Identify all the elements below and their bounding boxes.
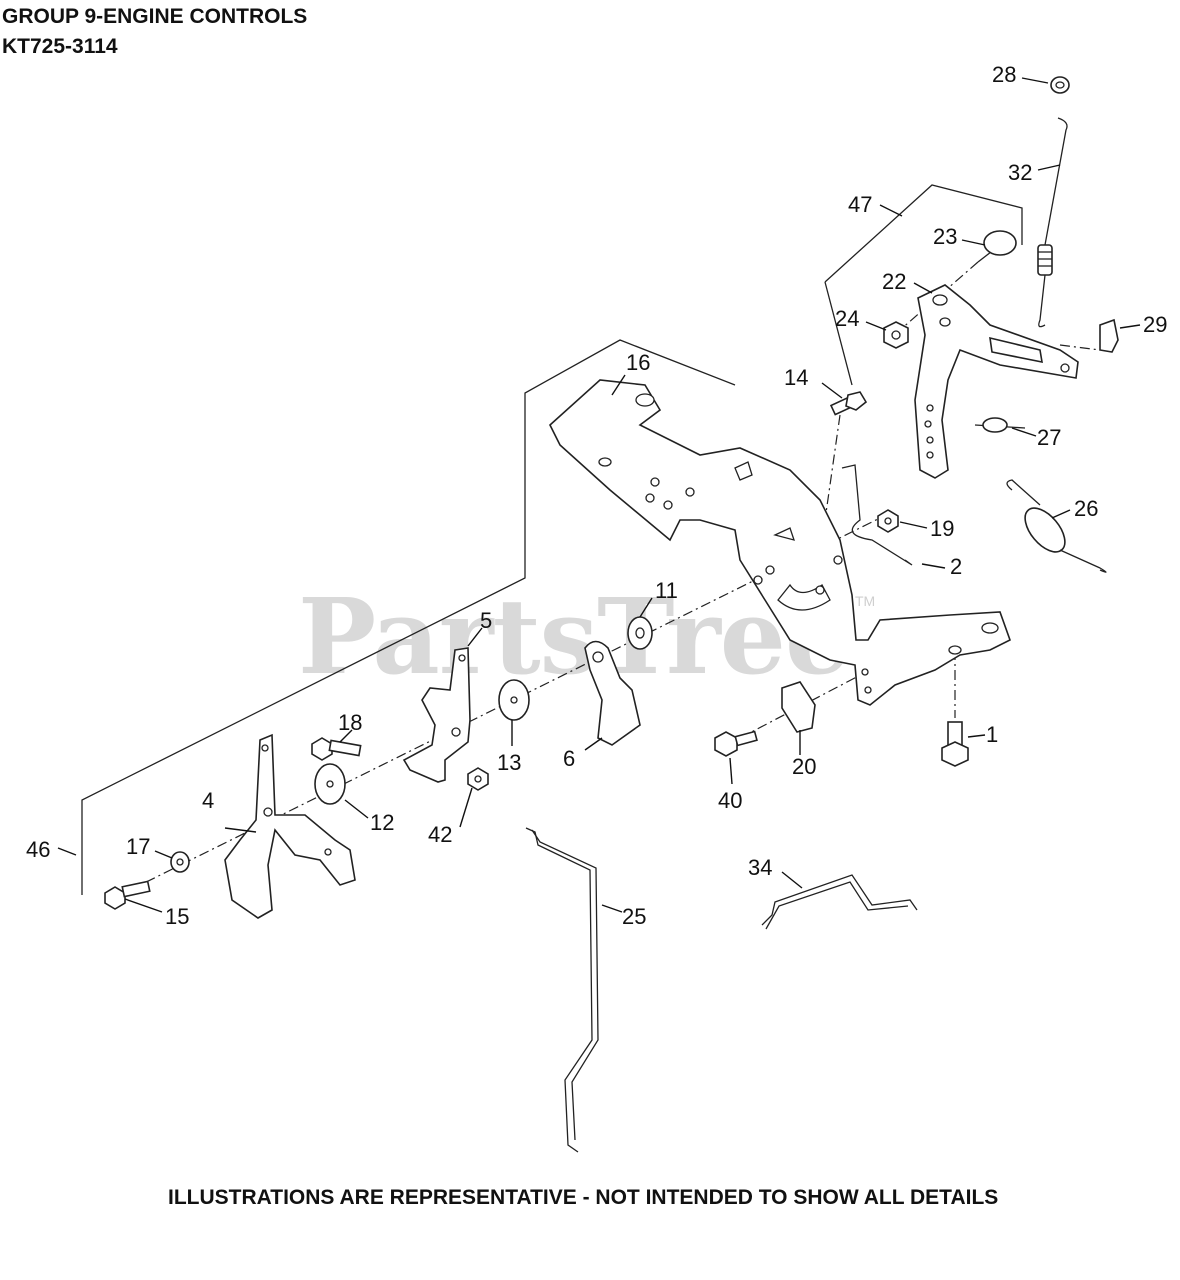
callout-19: 19 bbox=[930, 516, 954, 541]
callout-16: 16 bbox=[626, 350, 650, 375]
group-47-outline-lower bbox=[824, 281, 853, 386]
part-25-rod bbox=[525, 827, 599, 1153]
axis-40-20 bbox=[739, 669, 871, 739]
callout-24: 24 bbox=[835, 306, 859, 331]
leader-lines bbox=[57, 77, 1141, 913]
part-42-nut bbox=[467, 767, 489, 791]
callout-25: 25 bbox=[622, 904, 646, 929]
part-26-governor-spring bbox=[1006, 479, 1107, 573]
callout-1: 1 bbox=[986, 722, 998, 747]
part-27-spring bbox=[974, 417, 1026, 433]
part-13-washer bbox=[498, 679, 530, 721]
callout-17: 17 bbox=[126, 834, 150, 859]
callout-18: 18 bbox=[338, 710, 362, 735]
axis-29 bbox=[1059, 344, 1101, 351]
callout-11: 11 bbox=[655, 578, 678, 603]
part-29-cable-clip bbox=[1099, 318, 1119, 353]
callout-15: 15 bbox=[165, 904, 189, 929]
callout-23: 23 bbox=[933, 224, 957, 249]
part-1-bolt bbox=[941, 721, 969, 767]
callout-26: 26 bbox=[1074, 496, 1098, 521]
part-15-bolt bbox=[104, 880, 151, 910]
callout-20: 20 bbox=[792, 754, 816, 779]
callout-46: 46 bbox=[26, 837, 50, 862]
part-32-throttle-cable bbox=[1037, 117, 1068, 328]
part-24-nut bbox=[883, 321, 909, 349]
part-2-spring bbox=[841, 464, 913, 566]
assembly-axis bbox=[109, 517, 881, 901]
group-47-outline bbox=[824, 184, 1023, 283]
axis-14 bbox=[824, 414, 841, 521]
part-40-bolt bbox=[714, 730, 758, 757]
diagram-title: GROUP 9-ENGINE CONTROLS bbox=[2, 5, 308, 28]
part-47-throttle-lever-assembly bbox=[914, 284, 1079, 479]
callout-13: 13 bbox=[497, 750, 521, 775]
callout-5: 5 bbox=[480, 608, 492, 633]
part-19-nut bbox=[877, 509, 899, 533]
part-6-choke-lever bbox=[584, 640, 641, 746]
callout-28: 28 bbox=[992, 62, 1016, 87]
callout-40: 40 bbox=[718, 788, 742, 813]
group-46-outline bbox=[81, 339, 736, 895]
watermark: PartsTree bbox=[298, 575, 851, 698]
callout-29: 29 bbox=[1143, 312, 1167, 337]
callout-12: 12 bbox=[370, 810, 394, 835]
part-14-bolt bbox=[829, 391, 868, 416]
part-17-washer bbox=[170, 851, 190, 873]
callout-4: 4 bbox=[202, 788, 214, 813]
watermark-trademark: TM bbox=[855, 593, 876, 609]
callout-34: 34 bbox=[748, 855, 772, 880]
part-18-bolt bbox=[311, 737, 362, 761]
part-23-pin bbox=[977, 230, 1017, 263]
part-34-rod bbox=[761, 874, 918, 930]
part-5-lever bbox=[402, 647, 471, 783]
callout-42: 42 bbox=[428, 822, 452, 847]
callout-27: 27 bbox=[1037, 425, 1061, 450]
callout-2: 2 bbox=[950, 554, 962, 579]
callout-22: 22 bbox=[882, 269, 906, 294]
callout-6: 6 bbox=[563, 746, 575, 771]
callout-14: 14 bbox=[784, 365, 808, 390]
disclaimer-footer: ILLUSTRATIONS ARE REPRESENTATIVE - NOT I… bbox=[168, 1186, 999, 1209]
part-16-control-bracket bbox=[549, 379, 1011, 706]
part-28-grommet bbox=[1050, 76, 1070, 94]
axis-23-24 bbox=[899, 261, 979, 331]
part-12-washer bbox=[314, 763, 346, 805]
part-4-bracket bbox=[224, 733, 356, 919]
model-number: KT725-3114 bbox=[2, 35, 118, 58]
callout-47: 47 bbox=[848, 192, 872, 217]
part-20-clip bbox=[781, 681, 816, 733]
callout-32: 32 bbox=[1008, 160, 1032, 185]
part-11-washer bbox=[627, 616, 653, 650]
